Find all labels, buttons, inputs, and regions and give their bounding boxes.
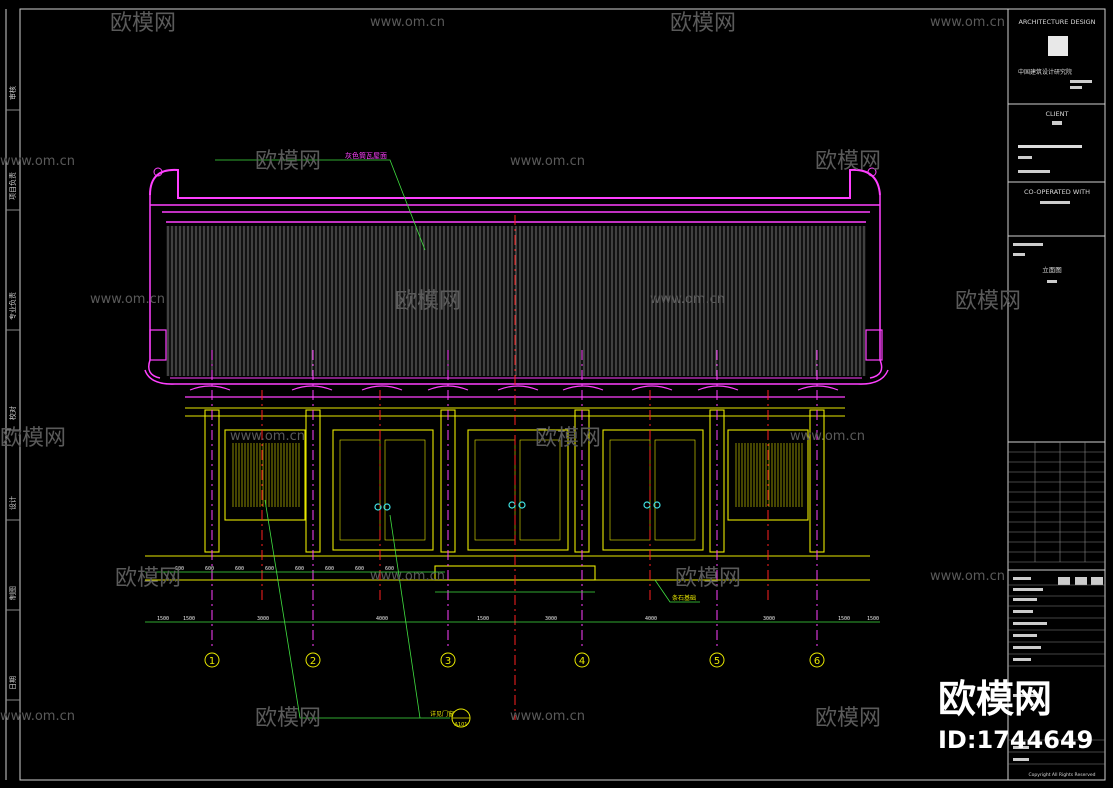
drawing-title: 立面图 — [1042, 265, 1062, 274]
door-ring-icon — [374, 503, 382, 511]
base-dim-text: 600 — [175, 566, 184, 572]
dimension-text: 4000 — [376, 616, 388, 622]
watermark-site: www.om.cn — [370, 569, 445, 584]
watermark-site: www.om.cn — [510, 154, 585, 169]
roof — [144, 167, 889, 385]
dimension-text: 1500 — [157, 616, 169, 622]
watermark-brand: 欧模网 — [0, 426, 66, 451]
axis-label: 6 — [814, 656, 820, 667]
axis-label: 1 — [209, 656, 215, 667]
dimension-text: 4000 — [645, 616, 657, 622]
door-ring-icon — [643, 501, 651, 509]
watermark-site: www.om.cn — [930, 569, 1005, 584]
detail-ref: A101 — [455, 722, 468, 728]
axis-label: 2 — [310, 656, 316, 667]
roof-note: 灰色筒瓦屋面 — [345, 151, 387, 160]
watermark-brand-large: 欧模网 — [938, 677, 1052, 721]
door-rings — [374, 501, 661, 511]
firm-cn: 中国建筑设计研究院 — [1018, 68, 1072, 76]
watermark-brand: 欧模网 — [255, 149, 321, 174]
base-dim-text: 600 — [325, 566, 334, 572]
base-dim-text: 600 — [205, 566, 214, 572]
qr-code-icon — [1048, 36, 1068, 56]
watermark-brand: 欧模网 — [115, 566, 181, 591]
dimension-text: 3000 — [257, 616, 269, 622]
watermark-site: www.om.cn — [930, 15, 1005, 30]
watermark-brand: 欧模网 — [815, 149, 881, 174]
watermark-brand: 欧模网 — [255, 706, 321, 731]
dimension-text: 1500 — [183, 616, 195, 622]
dimension-text: 1500 — [867, 616, 879, 622]
watermark-site: www.om.cn — [90, 292, 165, 307]
dimension-text: 1500 — [838, 616, 850, 622]
cooperated-en: CO-OPERATED WITH — [1024, 188, 1090, 196]
watermark-site: www.om.cn — [510, 709, 585, 724]
watermark-brand: 欧模网 — [670, 11, 736, 36]
door-ring-icon — [383, 503, 391, 511]
sidebar-label: 设计 — [8, 496, 17, 510]
sidebar-label: 日期 — [9, 676, 17, 690]
watermark-site: www.om.cn — [0, 709, 75, 724]
base-dim-text: 600 — [355, 566, 364, 572]
client-en: CLIENT — [1045, 110, 1068, 118]
door-panels — [339, 439, 696, 541]
copyright-text: Copyright All Rights Reserved — [1029, 772, 1096, 778]
watermark-brand: 欧模网 — [110, 11, 176, 36]
window-lattice — [232, 443, 803, 507]
axis-lines — [211, 350, 818, 650]
base-dim-text: 600 — [295, 566, 304, 572]
axis-label: 5 — [714, 656, 720, 667]
revision-table — [1008, 442, 1105, 563]
firm-en: ARCHITECTURE DESIGN — [1018, 18, 1095, 26]
watermark-site: www.om.cn — [0, 154, 75, 169]
door-ring-icon — [518, 501, 526, 509]
sheet-border — [19, 8, 1106, 781]
watermark-site: www.om.cn — [230, 429, 305, 444]
watermark-site: www.om.cn — [370, 15, 445, 30]
axis-bubbles: 1 2 3 4 5 6 — [204, 652, 825, 668]
watermark-brand: 欧模网 — [395, 289, 461, 314]
base-dim-text: 600 — [385, 566, 394, 572]
roof-tile-lines — [167, 226, 865, 376]
watermark-site: www.om.cn — [790, 429, 865, 444]
center-lines — [261, 215, 769, 720]
dimension-text: 3000 — [545, 616, 557, 622]
watermarks: www.om.cn 欧模网 欧模网 www.om.cn 欧模网 www.om.c… — [0, 11, 1093, 754]
sign-table — [1008, 577, 1105, 765]
title-block: ARCHITECTURE DESIGN 中国建筑设计研究院 CLIENT CO-… — [1007, 9, 1105, 780]
watermark-brand: 欧模网 — [675, 566, 741, 591]
sidebar-label: 专业负责 — [8, 292, 17, 320]
base-dim-text: 600 — [235, 566, 244, 572]
dimension-text: 3000 — [763, 616, 775, 622]
annotations: 灰色筒瓦屋面 详见门窗 A101 条石基础 — [215, 151, 700, 728]
door-ring-icon — [653, 501, 661, 509]
sidebar-label: 项目负责 — [8, 172, 17, 200]
left-sidebar: 审核 项目负责 专业负责 校对 设计 制图 日期 — [6, 86, 20, 701]
ground-note: 条石基础 — [672, 594, 696, 602]
door-note: 详见门窗 — [430, 710, 454, 718]
base-dim-text: 600 — [265, 566, 274, 572]
watermark-brand: 欧模网 — [535, 426, 601, 451]
watermark-site: www.om.cn — [650, 292, 725, 307]
axis-label: 4 — [579, 656, 585, 667]
dimension-lines: 1500 1500 3000 4000 1500 3000 4000 3000 … — [145, 566, 880, 623]
watermark-brand: 欧模网 — [955, 289, 1021, 314]
dimension-text: 1500 — [477, 616, 489, 622]
sidebar-label: 校对 — [8, 406, 17, 420]
axis-label: 3 — [445, 656, 451, 667]
door-ring-icon — [508, 501, 516, 509]
watermark-brand: 欧模网 — [815, 706, 881, 731]
watermark-id: ID:1744649 — [938, 726, 1093, 754]
sidebar-label: 审核 — [8, 86, 17, 100]
sidebar-label: 制图 — [8, 586, 17, 600]
